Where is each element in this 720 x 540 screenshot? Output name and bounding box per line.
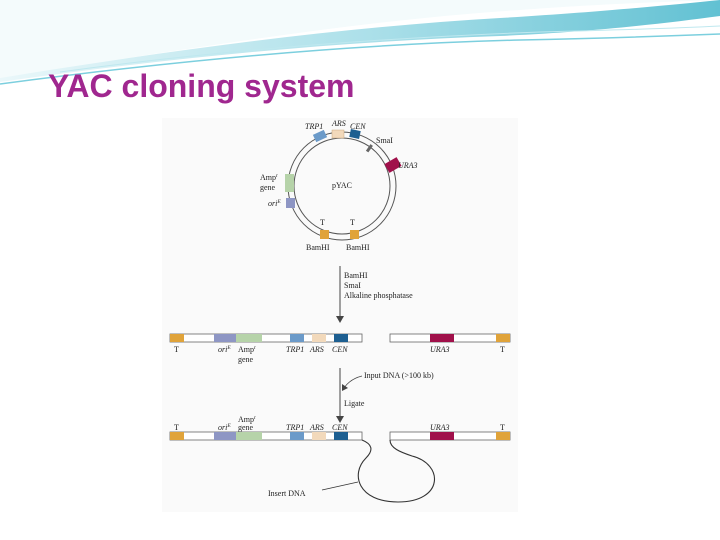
digestion-step: BamHI SmaI Alkaline phosphatase bbox=[336, 266, 413, 323]
linear2-marker-ori bbox=[214, 432, 236, 440]
linear1-marker-ars bbox=[312, 334, 326, 342]
plasmid-marker-t-left bbox=[320, 230, 329, 239]
linear1-label-amp: Ampr bbox=[238, 345, 256, 354]
linear2-marker-trp1 bbox=[290, 432, 304, 440]
linear2-label-trp1: TRP1 bbox=[286, 423, 304, 432]
step1-bamhi: BamHI bbox=[344, 271, 368, 280]
header-swoosh-line-2 bbox=[59, 25, 720, 73]
linear2-left-arm bbox=[169, 431, 363, 441]
linear1-marker-trp1 bbox=[290, 334, 304, 342]
plasmid-label-amp-gene: gene bbox=[260, 183, 276, 192]
insert-dna-pointer bbox=[321, 481, 359, 491]
linear2-marker-t-right bbox=[496, 432, 510, 440]
header-decoration bbox=[0, 0, 720, 85]
input-dna-arrow-head bbox=[342, 384, 348, 391]
plasmid-label-t-left: T bbox=[320, 218, 325, 227]
input-dna-arrow bbox=[343, 375, 363, 389]
plasmid-marker-cen bbox=[349, 129, 361, 139]
plasmid-label-bamhi-right: BamHI bbox=[346, 243, 370, 252]
slide-title: YAC cloning system bbox=[48, 68, 355, 104]
plasmid-marker-trp1 bbox=[312, 129, 328, 143]
insert-dna-label: Insert DNA bbox=[268, 489, 306, 498]
linear1-marker-cen bbox=[334, 334, 348, 342]
plasmid-marker-ori bbox=[286, 198, 295, 208]
step2-ligate: Ligate bbox=[344, 399, 365, 408]
linear1-label-cen: CEN bbox=[332, 345, 348, 354]
plasmid-marker-smai bbox=[365, 144, 373, 153]
plasmid-label-smai: SmaI bbox=[376, 136, 393, 145]
linear2-label-amp-gene: gene bbox=[238, 423, 254, 432]
step1-phosphatase: Alkaline phosphatase bbox=[344, 291, 413, 300]
linear2-label-cen: CEN bbox=[332, 423, 348, 432]
linear1-label-ura3: URA3 bbox=[430, 345, 450, 354]
header-swoosh-line bbox=[0, 33, 720, 85]
linear1-marker-ori bbox=[214, 334, 236, 342]
linear1-marker-ura3 bbox=[430, 334, 454, 342]
plasmid-label-ori: oriE bbox=[268, 199, 281, 208]
plasmid-label-cen: CEN bbox=[350, 122, 366, 131]
ligation-step: Input DNA (>100 kb) Ligate bbox=[336, 368, 434, 423]
linear2-marker-cen bbox=[334, 432, 348, 440]
plasmid-label-amp: Ampr bbox=[260, 173, 278, 182]
linear-construct-2: T oriE Ampr gene TRP1 ARS CEN URA3 T Ins… bbox=[169, 415, 511, 503]
plasmid-marker-ura3 bbox=[384, 157, 402, 173]
step1-smai: SmaI bbox=[344, 281, 361, 290]
linear-construct-1: T oriE Ampr gene TRP1 ARS CEN URA3 T bbox=[169, 333, 511, 364]
linear2-label-amp: Ampr bbox=[238, 415, 256, 424]
step2-input-dna: Input DNA (>100 kb) bbox=[364, 371, 434, 380]
linear1-label-amp-gene: gene bbox=[238, 355, 254, 364]
plasmid-marker-amp bbox=[285, 174, 294, 192]
linear2-label-ura3: URA3 bbox=[430, 423, 450, 432]
plasmid-label-ars: ARS bbox=[331, 119, 346, 128]
linear2-label-ori: oriE bbox=[218, 423, 231, 432]
plasmid-label-ura3: URA3 bbox=[398, 161, 418, 170]
linear1-label-trp1: TRP1 bbox=[286, 345, 304, 354]
linear2-marker-amp bbox=[236, 432, 262, 440]
linear2-label-t-left: T bbox=[174, 423, 179, 432]
linear1-left-arm bbox=[169, 333, 363, 343]
header-swoosh-band bbox=[0, 0, 720, 78]
plasmid-marker-t-right bbox=[350, 230, 359, 239]
yac-diagram: TRP1 ARS CEN SmaI URA3 Ampr gene oriE pY… bbox=[169, 119, 511, 503]
arrow-1-head bbox=[336, 316, 344, 323]
plasmid-name: pYAC bbox=[332, 181, 352, 190]
linear1-marker-amp bbox=[236, 334, 262, 342]
linear1-label-ori: oriE bbox=[218, 345, 231, 354]
linear2-marker-ura3 bbox=[430, 432, 454, 440]
insert-dna-loop bbox=[357, 439, 436, 503]
plasmid-label-t-right: T bbox=[350, 218, 355, 227]
linear1-marker-t-left bbox=[170, 334, 184, 342]
linear1-label-ars: ARS bbox=[309, 345, 324, 354]
linear1-label-t-left: T bbox=[174, 345, 179, 354]
linear1-marker-t-right bbox=[496, 334, 510, 342]
linear1-label-t-right: T bbox=[500, 345, 505, 354]
plasmid-marker-ars bbox=[331, 129, 345, 139]
linear2-marker-ars bbox=[312, 432, 326, 440]
header-swoosh-main bbox=[0, 0, 720, 82]
arrow-2-head bbox=[336, 416, 344, 423]
plasmid-label-bamhi-left: BamHI bbox=[306, 243, 330, 252]
linear2-marker-t-left bbox=[170, 432, 184, 440]
plasmid-pyac: TRP1 ARS CEN SmaI URA3 Ampr gene oriE pY… bbox=[260, 119, 418, 252]
plasmid-label-trp1: TRP1 bbox=[305, 122, 323, 131]
linear2-label-ars: ARS bbox=[309, 423, 324, 432]
linear2-label-t-right: T bbox=[500, 423, 505, 432]
